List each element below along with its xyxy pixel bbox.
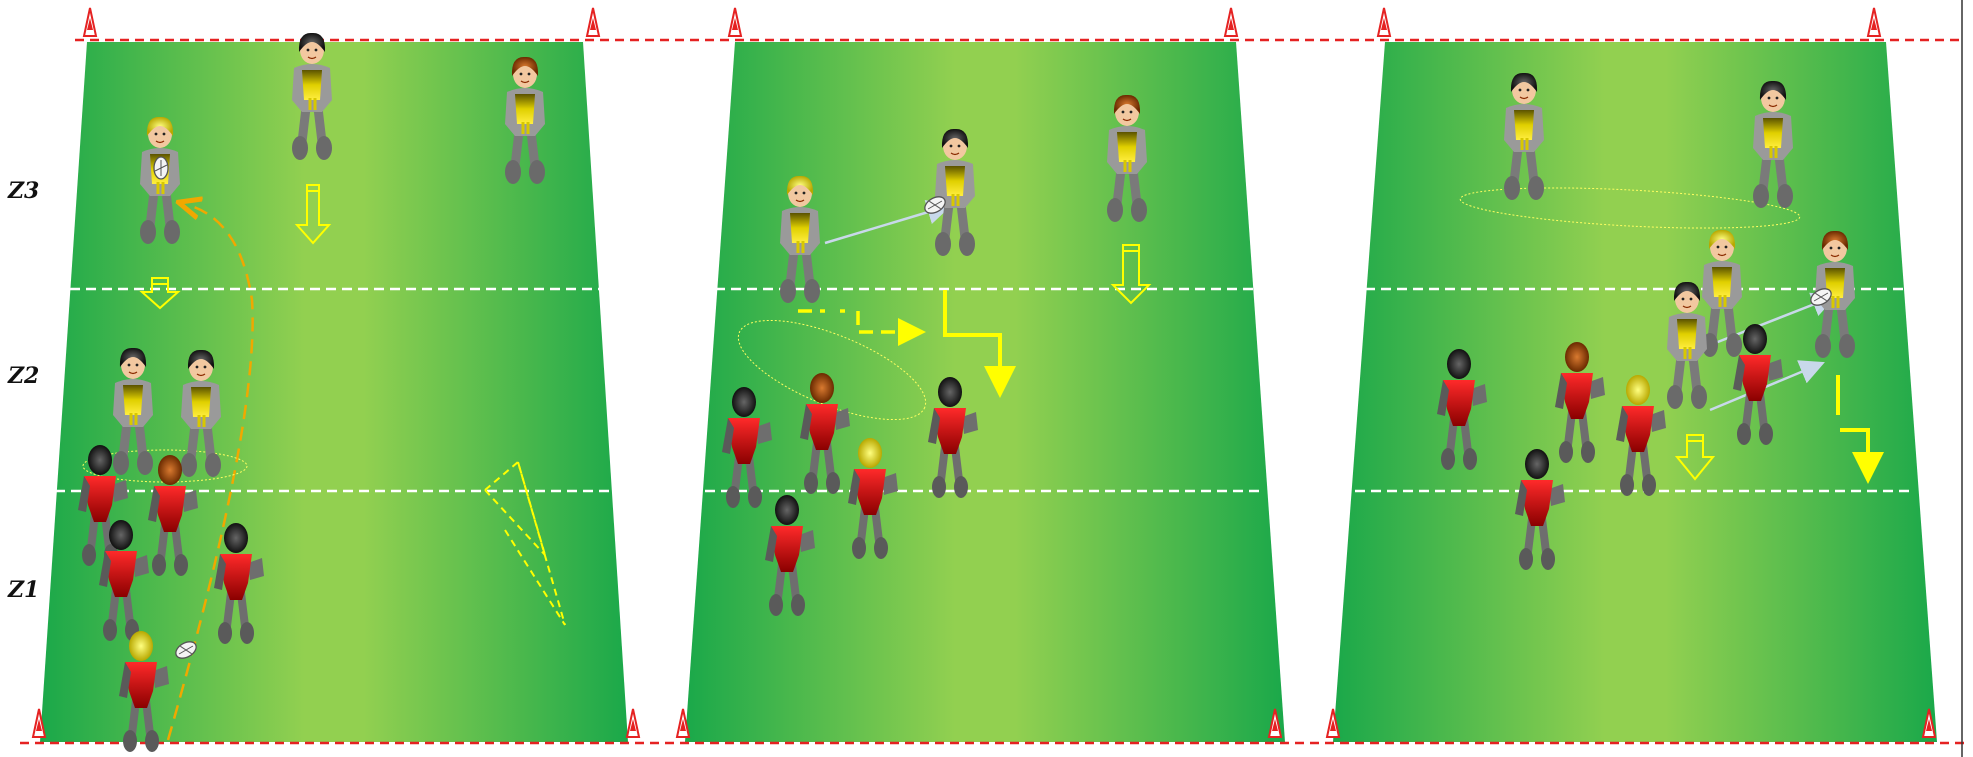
zone-label-z3: Z3: [7, 178, 39, 204]
zone-label-z2: Z2: [7, 363, 39, 389]
cone-icon: [627, 709, 639, 737]
cone-icon: [1225, 8, 1237, 36]
zone-label-z1: Z1: [7, 577, 39, 603]
cone-icon: [84, 8, 96, 36]
cone-icon: [729, 8, 741, 36]
pitch-panel-2: [685, 42, 1285, 742]
ball-icon: [154, 157, 168, 179]
zone-labels: Z3 Z2 Z1: [7, 178, 39, 603]
cone-icon: [1378, 8, 1390, 36]
cone-icon: [1868, 8, 1880, 36]
cone-icon: [587, 8, 599, 36]
